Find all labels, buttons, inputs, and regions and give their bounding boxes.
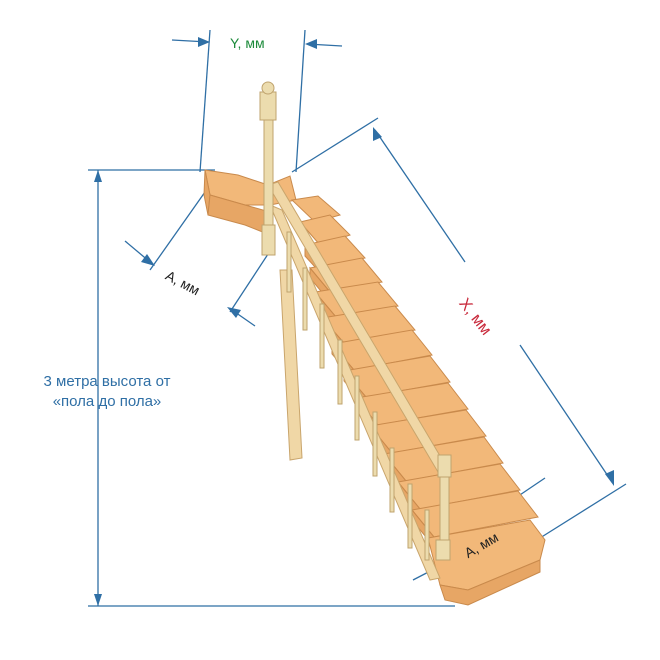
balusters (286, 231, 430, 561)
baluster (407, 483, 413, 549)
a-top-extension-right (229, 247, 273, 313)
newel-post-top-shaft (263, 119, 274, 226)
baluster (319, 303, 325, 369)
a-top-extension-left (149, 191, 206, 271)
y-dimension-label: Y, мм (230, 35, 265, 51)
newel-post-top-cap (259, 91, 277, 121)
a-top-arrow-left (141, 254, 155, 266)
baluster (354, 375, 360, 441)
height-dimension-label: 3 метра высота от «пола до пола» (43, 373, 171, 410)
bottom-step-front (439, 559, 541, 606)
baluster (372, 411, 378, 477)
x-arrow-bottom (605, 470, 614, 486)
x-extension-top (291, 117, 379, 173)
a-top-arrow-right (227, 307, 241, 318)
newel-post-top-finial (261, 81, 275, 95)
x-dimension-line-lower (519, 344, 613, 483)
y-arrow-left (198, 37, 210, 47)
height-arrow-top (94, 170, 102, 182)
y-arrow-right (305, 39, 317, 49)
support-post (279, 269, 303, 461)
y-extension-left (199, 29, 211, 173)
y-extension-right (295, 29, 306, 173)
x-arrow-top (373, 127, 382, 141)
newel-post-bottom-base (435, 539, 451, 561)
baluster (389, 447, 395, 513)
height-arrow-bottom (94, 594, 102, 606)
newel-post-top-base (261, 224, 276, 256)
x-extension-bottom (539, 483, 627, 539)
baluster (337, 339, 343, 405)
x-dimension-line-upper (374, 129, 466, 263)
staircase (203, 81, 546, 606)
dimension-lines (88, 29, 627, 607)
newel-post-bottom-cap (437, 454, 452, 478)
baluster (302, 267, 308, 331)
baluster (286, 231, 292, 293)
baluster (424, 509, 430, 561)
